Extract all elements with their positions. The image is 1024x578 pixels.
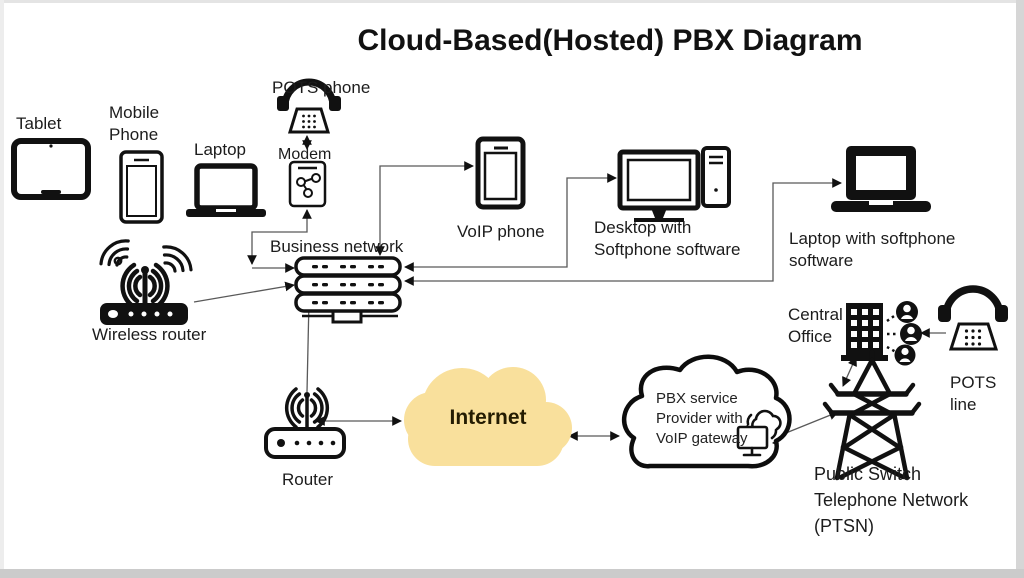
- user-icon: [894, 344, 916, 366]
- connector-router-switch: [303, 299, 314, 393]
- modem-icon: [288, 160, 327, 208]
- pots-phone-label: POTS phone: [272, 78, 371, 97]
- pstn-label: Public Switch Telephone Network (PTSN): [814, 464, 969, 537]
- diagram-title: Cloud-Based(Hosted) PBX Diagram: [357, 24, 863, 57]
- connector-switch-voip: [375, 161, 474, 256]
- voip-phone-label: VoIP phone: [457, 222, 545, 241]
- laptop-icon: [186, 163, 266, 217]
- modem-label: Modem: [278, 146, 332, 163]
- laptop-label: Laptop: [194, 140, 246, 159]
- pbx-provider-label: PBX service Provider with VoIP gateway: [656, 390, 748, 447]
- user-icon: [896, 301, 918, 323]
- pstn-tower-icon: [822, 349, 922, 481]
- central-office-label: Central Office: [788, 305, 843, 346]
- central-office-icon: [841, 303, 888, 361]
- wifi-signal-left: [99, 239, 130, 267]
- pots-phone-icon: [277, 78, 341, 134]
- connector-modem-corner: [247, 209, 312, 265]
- voip-gateway-icon: [736, 409, 782, 457]
- wireless-router-icon: [99, 239, 193, 325]
- tablet-icon: [11, 138, 91, 200]
- connector-switch-laptop: [404, 178, 842, 286]
- screen-border-right: [1016, 0, 1024, 578]
- wifi-signal-right: [162, 245, 193, 273]
- tablet-label: Tablet: [16, 114, 62, 133]
- voip-phone-icon: [475, 136, 526, 210]
- internet-cloud: [404, 367, 572, 466]
- connector-tower-centraloffice: [842, 356, 857, 387]
- business-network-switch-icon: [294, 256, 402, 324]
- router-label: Router: [282, 470, 334, 489]
- mobile-phone-icon: [119, 150, 164, 224]
- mobile-phone-label: Mobile Phone: [109, 103, 160, 144]
- internet-label: Internet: [449, 406, 527, 429]
- pots-line-phone-icon: [938, 285, 1008, 351]
- connector-wirelessrouter-switch: [193, 281, 295, 303]
- laptop-softphone-label: Laptop with softphone software: [789, 229, 956, 270]
- router-icon: [264, 387, 346, 459]
- screen-border-bottom: [0, 569, 1024, 578]
- wireless-router-label: Wireless router: [92, 325, 207, 344]
- screen-border-left: [0, 0, 4, 578]
- user-icons: [894, 301, 922, 366]
- desktop-icon: [617, 146, 731, 222]
- central-office-user-links: [886, 312, 899, 354]
- laptop-softphone-icon: [831, 146, 931, 212]
- user-icon: [900, 323, 922, 345]
- business-network-label: Business network: [270, 237, 404, 256]
- desktop-softphone-label: Desktop with Softphone software: [594, 218, 741, 259]
- pbx-cloud: [621, 354, 792, 469]
- screen-border-top: [0, 0, 1024, 3]
- pots-line-label: POTS line: [950, 373, 997, 414]
